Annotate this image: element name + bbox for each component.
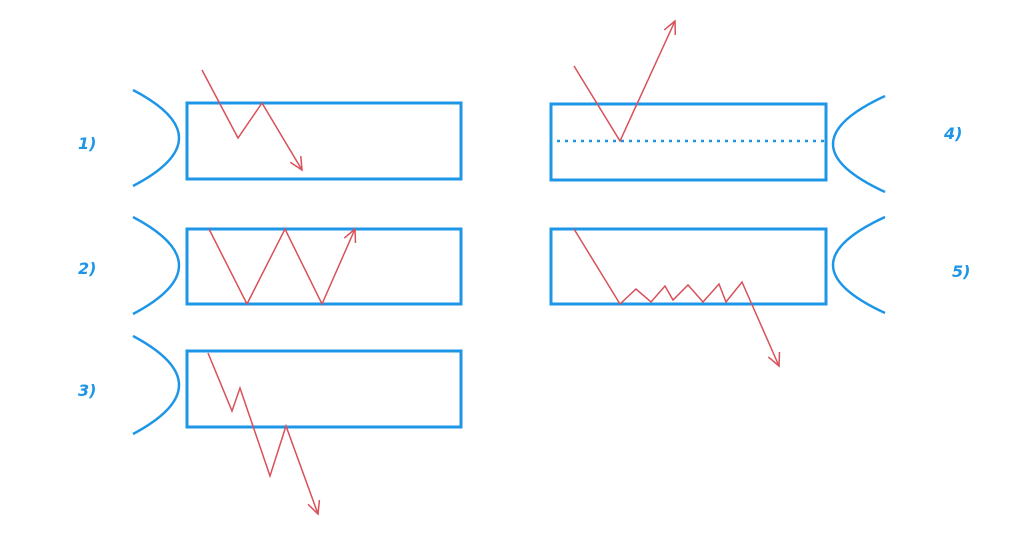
lens-curve-4 (831, 94, 886, 194)
light-ray-4 (573, 20, 676, 143)
light-ray-1 (201, 69, 303, 171)
layer-rect-1 (185, 101, 463, 181)
lens-curve-2 (132, 215, 181, 316)
arrowhead-icon-4 (663, 19, 677, 36)
arrowhead-icon-3 (307, 499, 321, 516)
layer-rect-5 (549, 227, 828, 306)
light-ray-2 (208, 227, 356, 306)
panel-label-3: 3) (78, 381, 97, 400)
panel-label-2: 2) (78, 259, 97, 278)
layer-rect-2 (185, 227, 463, 306)
panel-label-5: 5) (952, 262, 971, 281)
lens-curve-5 (831, 215, 886, 315)
arrowhead-icon-2 (343, 227, 357, 244)
arrowhead-icon-5 (767, 351, 781, 368)
light-ray-5 (573, 228, 780, 367)
layer-rect-4 (549, 102, 828, 182)
light-ray-3 (207, 352, 319, 515)
lens-curve-3 (132, 334, 181, 436)
lens-curve-1 (132, 88, 181, 188)
arrowhead-icon-1 (289, 155, 303, 172)
panel-label-4: 4) (944, 124, 963, 143)
panel-label-1: 1) (78, 134, 97, 153)
layer-rect-3 (185, 349, 463, 429)
